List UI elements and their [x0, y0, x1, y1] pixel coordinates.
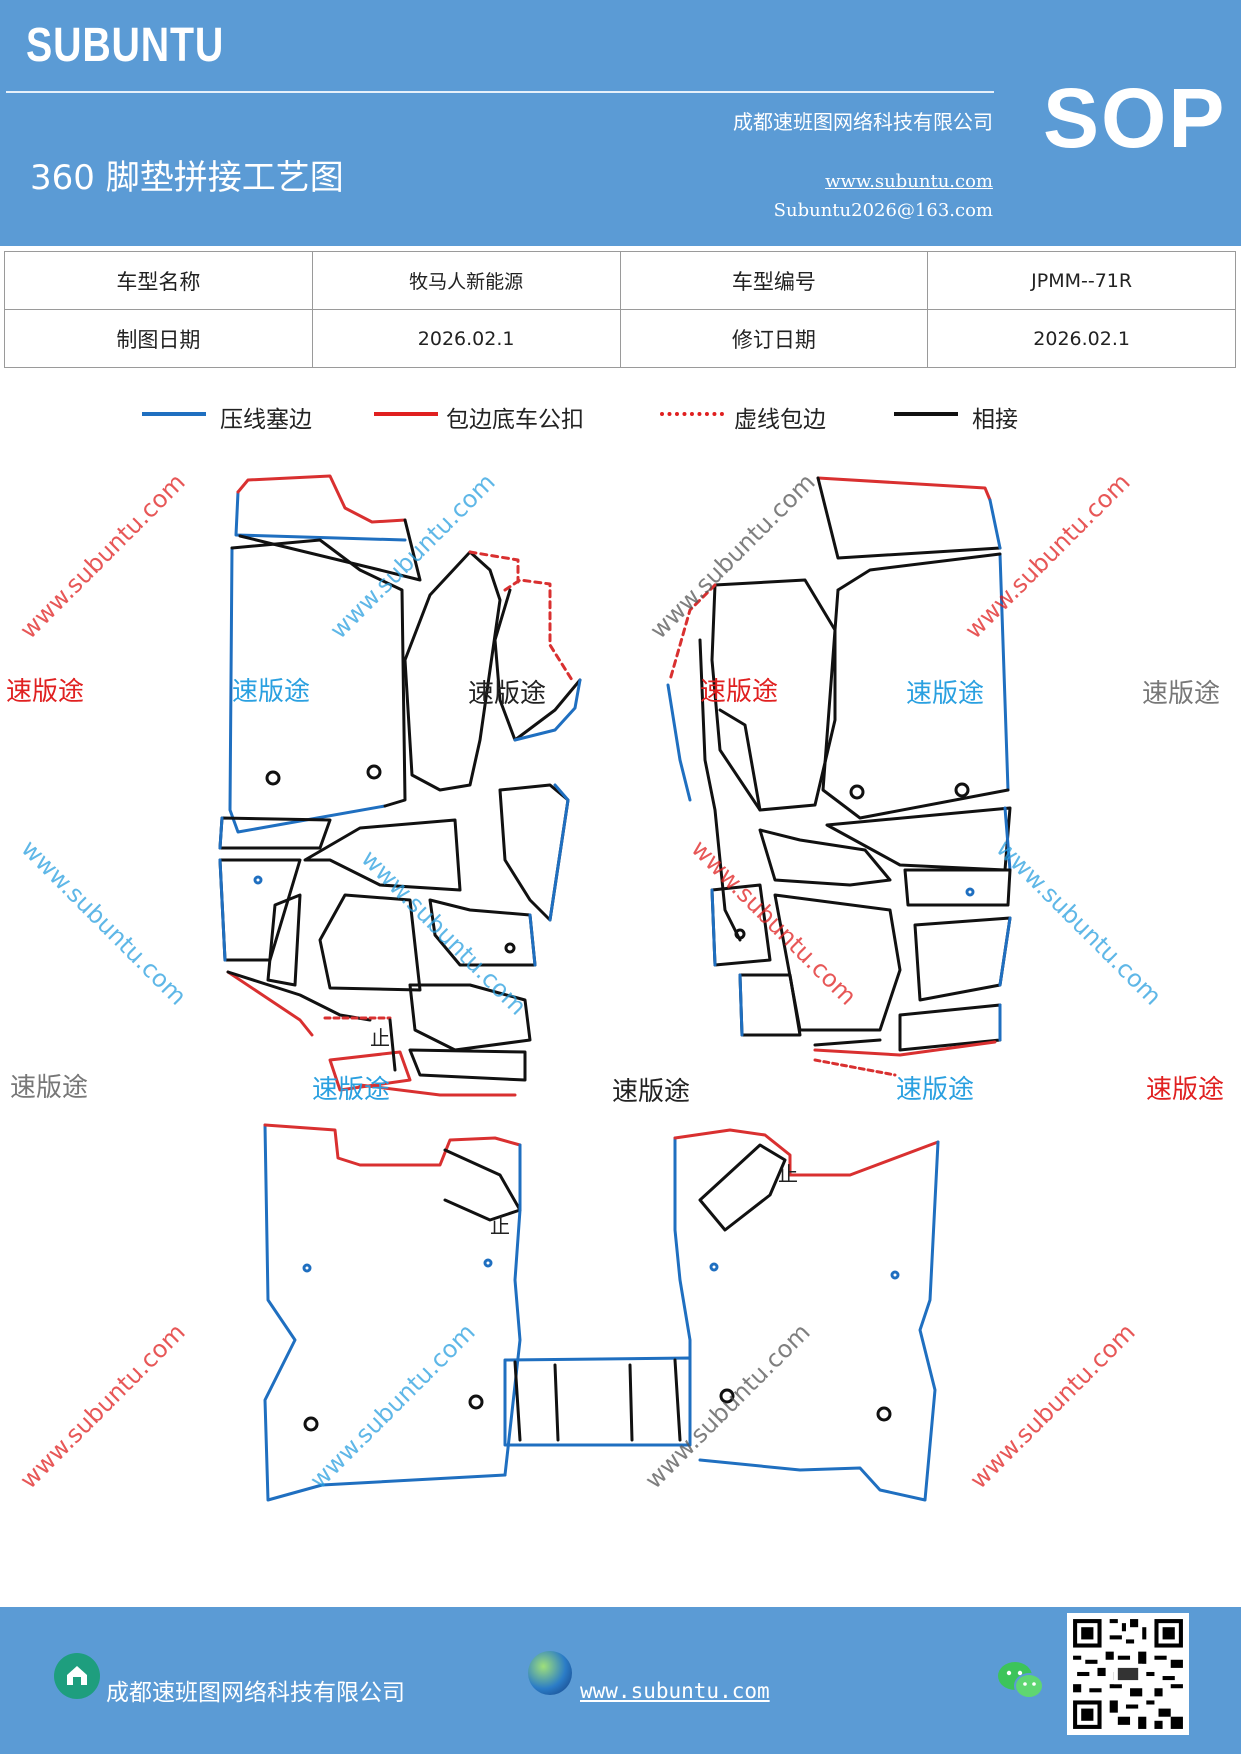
legend-label-dotted: 虚线包边 [734, 407, 826, 433]
legend-swatch-joint [894, 412, 958, 416]
mat-piece-left-top [234, 474, 422, 582]
floor-mat-diagram: 止 止 止 速版途 速版途 速版途 速版途 速版途 速版途 速版途 速版途 速版… [6, 468, 1224, 1502]
mat-piece-right-mid [710, 806, 1012, 1032]
header-divider [6, 91, 994, 93]
footer-company-name: 成都速班图网络科技有限公司 [106, 1680, 405, 1706]
draw-date-label: 制图日期 [4, 309, 313, 368]
legend-swatch-pressed [142, 412, 206, 416]
mat-piece-right-main [821, 552, 1010, 820]
stop-mark: 止 [370, 1026, 390, 1050]
watermark-brand: 速版途 [700, 677, 778, 707]
footer-banner: 成都速班图网络科技有限公司 www.subuntu.com [0, 1607, 1241, 1754]
brand-logo: SUBUNTU [26, 19, 225, 72]
watermark-url: www.subuntu.com [14, 468, 190, 644]
watermark-brand: 速版途 [232, 677, 310, 707]
mat-piece-right-lower [738, 973, 1002, 1077]
watermark-brand: 速版途 [468, 679, 546, 709]
watermark-brand: 速版途 [1146, 1075, 1224, 1105]
watermark-url: www.subuntu.com [644, 468, 820, 644]
legend-label-pressed: 压线塞边 [220, 407, 312, 433]
company-name: 成都速班图网络科技有限公司 [733, 110, 993, 134]
mat-piece-left-lower [226, 970, 532, 1097]
watermark-brand: 速版途 [1142, 679, 1220, 709]
legend-label-wrapped: 包边底车公扣 [446, 407, 584, 433]
revise-date-value: 2026.02.1 [927, 309, 1236, 368]
sop-badge: SOP [1043, 71, 1227, 165]
qr-code [1067, 1613, 1189, 1735]
globe-icon [528, 1651, 572, 1695]
model-code-value: JPMM--71R [927, 251, 1236, 310]
mat-piece-rear-tunnel [503, 1356, 692, 1447]
legend-swatch-wrapped [374, 412, 438, 416]
footer-website-link[interactable]: www.subuntu.com [580, 1679, 770, 1703]
watermark-brand: 速版途 [906, 679, 984, 709]
mat-piece-right-top [816, 476, 1002, 560]
mat-piece-rear-left [263, 1123, 522, 1502]
watermark-brand: 速版途 [10, 1073, 88, 1103]
watermark-diagonal-group: www.subuntu.com www.subuntu.com www.subu… [14, 468, 1167, 1494]
watermark-url: www.subuntu.com [964, 1318, 1140, 1494]
watermark-url: www.subuntu.com [304, 1318, 480, 1494]
mat-piece-left-mid [218, 783, 570, 992]
revise-date-label: 修订日期 [619, 309, 929, 368]
wechat-icon [996, 1659, 1046, 1703]
watermark-brand: 速版途 [896, 1075, 974, 1105]
watermark-url: www.subuntu.com [991, 834, 1167, 1010]
model-code-label: 车型编号 [619, 251, 929, 310]
mat-piece-rear-right [673, 1128, 940, 1502]
watermark-brand: 速版途 [6, 677, 84, 707]
email-address: Subuntu2026@163.com [773, 200, 993, 221]
watermark-url: www.subuntu.com [356, 844, 532, 1020]
watermark-brand: 速版途 [312, 1075, 390, 1105]
document-title: 360 脚垫拼接工艺图 [30, 158, 344, 198]
mat-piece-left-tunnel [403, 550, 582, 792]
stop-mark: 止 [490, 1214, 510, 1238]
model-name-label: 车型名称 [4, 251, 313, 310]
legend: 压线塞边 包边底车公扣 虚线包边 相接 [0, 400, 1241, 440]
legend-label-joint: 相接 [972, 407, 1018, 433]
table-row: 制图日期 2026.02.1 修订日期 2026.02.1 [4, 309, 1236, 368]
header-banner: SUBUNTU 360 脚垫拼接工艺图 成都速班图网络科技有限公司 www.su… [0, 0, 1241, 246]
table-row: 车型名称 牧马人新能源 车型编号 JPMM--71R [4, 251, 1236, 310]
stop-mark: 止 [778, 1162, 798, 1186]
mat-piece-right-tunnel [666, 578, 837, 942]
model-name-value: 牧马人新能源 [311, 251, 621, 310]
watermark-url: www.subuntu.com [16, 834, 192, 1010]
legend-swatch-dotted [660, 412, 724, 416]
draw-date-value: 2026.02.1 [311, 309, 621, 368]
watermark-url: www.subuntu.com [14, 1318, 190, 1494]
vehicle-info-table: 车型名称 牧马人新能源 车型编号 JPMM--71R 制图日期 2026.02.… [4, 251, 1236, 368]
website-link[interactable]: www.subuntu.com [825, 171, 993, 192]
watermark-brand: 速版途 [612, 1077, 690, 1107]
home-icon [54, 1653, 100, 1699]
